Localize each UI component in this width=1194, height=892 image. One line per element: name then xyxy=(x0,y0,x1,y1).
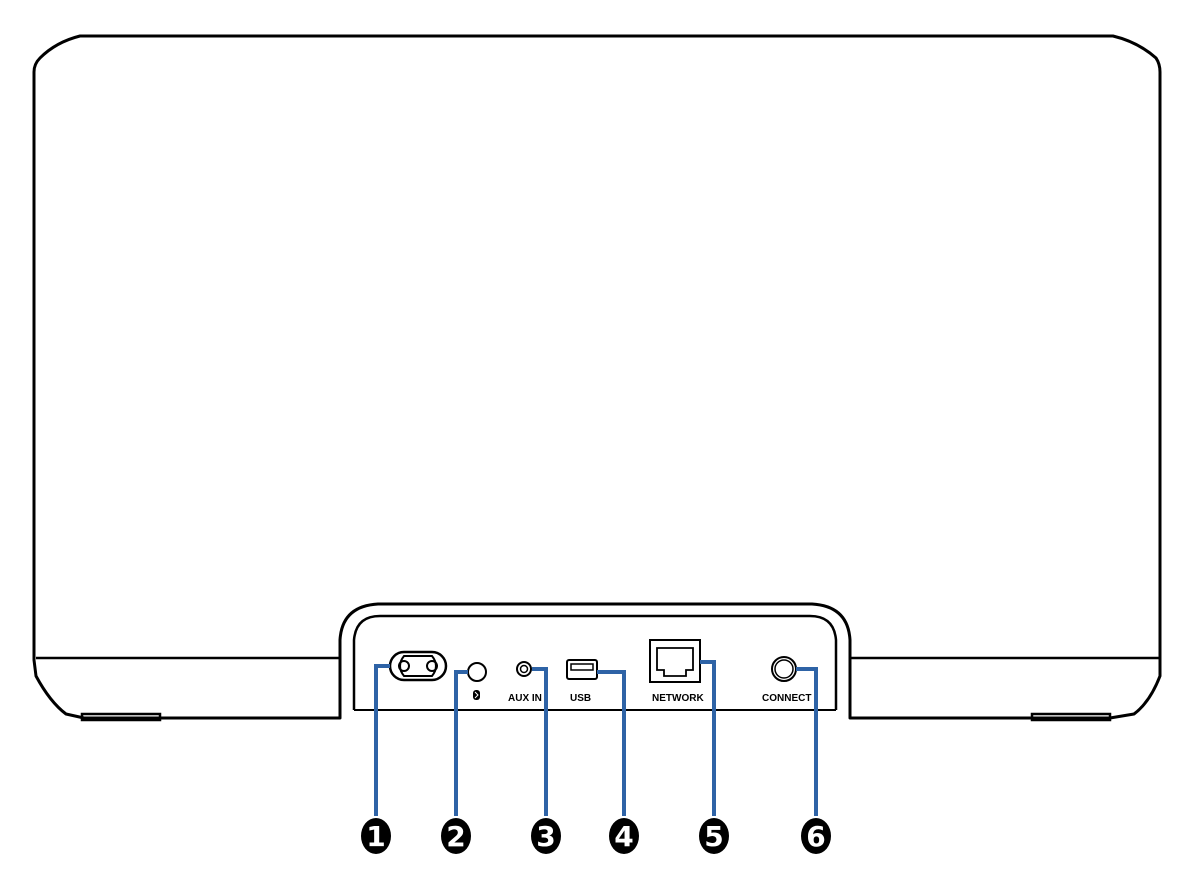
connect-label: CONNECT xyxy=(762,693,811,704)
connect-button-icon xyxy=(771,656,797,682)
svg-text:1: 1 xyxy=(366,820,385,853)
ac-power-inlet-icon xyxy=(388,650,448,682)
callout-5: 5 xyxy=(699,818,729,854)
callout-2: 2 xyxy=(441,818,471,854)
usb-label: USB xyxy=(570,693,591,704)
leader-line-3 xyxy=(532,667,548,816)
leader-line-4 xyxy=(597,670,626,816)
callout-3: 3 xyxy=(531,818,561,854)
bluetooth-button xyxy=(467,662,487,682)
svg-text:6: 6 xyxy=(806,820,825,853)
right-foot xyxy=(1030,712,1112,722)
leader-line-6 xyxy=(796,667,818,816)
network-label: NETWORK xyxy=(652,693,704,704)
connector-recess xyxy=(352,614,838,710)
left-foot xyxy=(80,712,162,722)
leader-line-2 xyxy=(454,670,468,816)
ethernet-port-icon xyxy=(649,639,701,683)
svg-text:2: 2 xyxy=(446,820,465,853)
callout-1: 1 xyxy=(361,818,391,854)
usb-port-icon xyxy=(566,659,598,680)
speaker-body-outline xyxy=(32,34,1162,720)
callout-6: 6 xyxy=(801,818,831,854)
svg-text:3: 3 xyxy=(536,820,555,853)
bluetooth-icon xyxy=(473,690,480,700)
svg-text:4: 4 xyxy=(614,820,633,853)
aux-in-label: AUX IN xyxy=(508,693,542,704)
svg-text:5: 5 xyxy=(704,820,723,853)
leader-line-1 xyxy=(374,664,390,816)
audio-jack-icon xyxy=(516,661,532,677)
leader-line-5 xyxy=(700,660,716,816)
callout-4: 4 xyxy=(609,818,639,854)
